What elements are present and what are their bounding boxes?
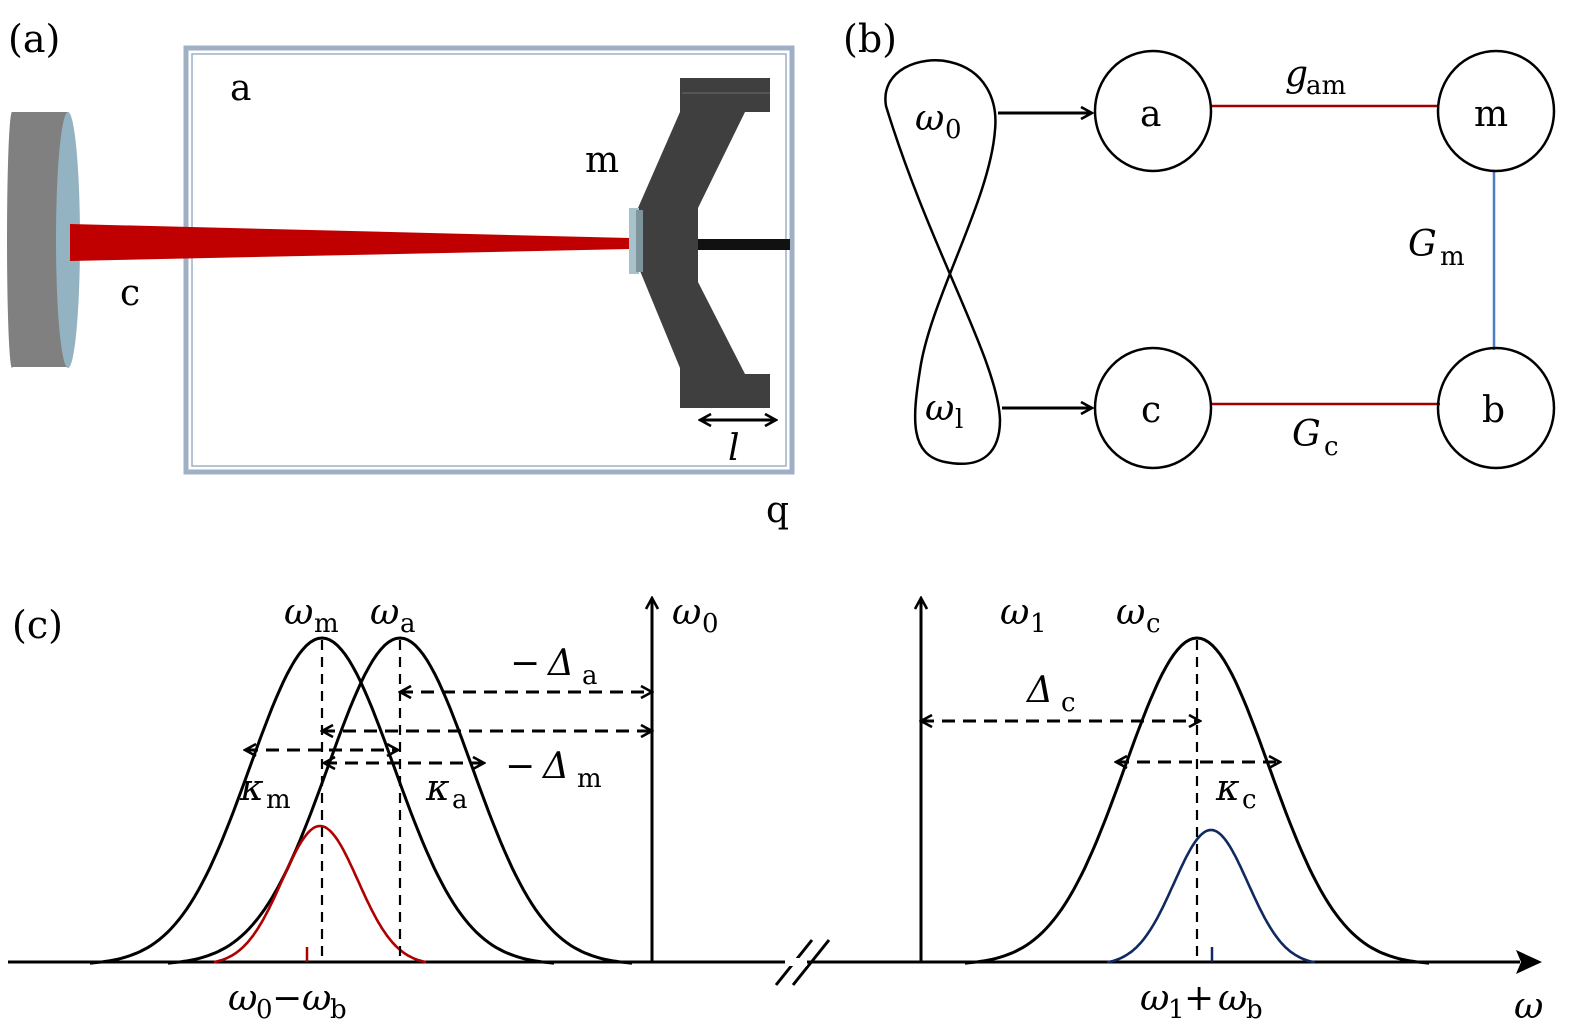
svg-text:0: 0 [702, 609, 719, 639]
svg-text:ω: ω [1218, 978, 1247, 1019]
label-delta-c: Δ c [1025, 670, 1076, 718]
node-a: a [1093, 49, 1213, 173]
svg-text:m: m [314, 609, 339, 639]
membrane-frame [638, 78, 770, 408]
svg-text:Δ: Δ [546, 643, 574, 684]
loop-label-top: ω 0 [915, 98, 962, 145]
svg-text:0: 0 [945, 115, 962, 145]
panel-c: (c) ω 0 ω 1 [8, 592, 1543, 1027]
edge-label-Gc: G c [1292, 414, 1339, 462]
svg-text:b: b [1482, 390, 1505, 431]
svg-text:ω: ω [672, 592, 701, 633]
node-m: m [1436, 49, 1556, 173]
svg-text:ω: ω [1116, 592, 1145, 633]
curve-blue-sideband [1106, 828, 1316, 964]
svg-text:ω: ω [915, 98, 944, 139]
svg-text:c: c [1061, 688, 1076, 718]
svg-text:G: G [1292, 414, 1321, 455]
cavity-box-inner [191, 53, 787, 467]
label-kappa-a: κ a [425, 768, 468, 815]
tick-label-omega1-plus-omegab: ω 1 + ω b [1140, 978, 1263, 1025]
svg-text:−: − [510, 643, 540, 684]
svg-text:ω: ω [925, 388, 954, 429]
axis-label-omega: ω [1514, 986, 1543, 1027]
mirror-disk [7, 112, 80, 368]
membrane-label-m: m [585, 140, 619, 181]
loop-curve [884, 59, 1002, 465]
corner-label-q: q [766, 490, 789, 531]
svg-text:ω: ω [1140, 978, 1169, 1019]
panel-a-label: (a) [8, 17, 60, 61]
svg-text:a: a [582, 661, 598, 691]
svg-text:am: am [1306, 71, 1346, 101]
label-kappa-c: κ c [1215, 768, 1257, 815]
svg-text:κ: κ [239, 768, 264, 809]
mirror-label-c: c [120, 273, 140, 314]
svg-text:b: b [330, 995, 347, 1025]
membrane [629, 208, 639, 274]
curve-omega-c [964, 636, 1430, 965]
axis-break-2 [791, 939, 831, 986]
svg-text:+: + [1184, 978, 1214, 1019]
label-kappa-m: κ m [239, 768, 291, 815]
svg-text:m: m [1474, 94, 1508, 135]
panel-b: (b) ω 0 ω l a m c b [843, 17, 1556, 470]
edge-label-gam: g am [1285, 54, 1346, 101]
svg-text:a: a [452, 785, 468, 815]
svg-text:1: 1 [1168, 995, 1185, 1025]
svg-text:g: g [1285, 54, 1308, 95]
svg-text:m: m [577, 764, 602, 794]
panel-b-label: (b) [843, 17, 897, 61]
node-b: b [1436, 346, 1556, 470]
svg-text:c: c [1141, 390, 1161, 431]
svg-text:ω: ω [284, 592, 313, 633]
svg-text:G: G [1408, 224, 1437, 265]
svg-text:c: c [1324, 432, 1339, 462]
box-label-a: a [230, 68, 251, 109]
svg-text:−: − [272, 978, 302, 1019]
svg-text:ω: ω [228, 978, 257, 1019]
peak-label-omega-c: ω c [1116, 592, 1161, 639]
svg-text:m: m [1440, 242, 1465, 272]
label-minus-delta-m: − Δ m [505, 746, 602, 794]
svg-text:a: a [400, 609, 416, 639]
svg-text:c: c [1242, 785, 1257, 815]
frequency-axis-arrowhead [1516, 950, 1542, 974]
svg-text:m: m [266, 785, 291, 815]
tick-label-omega0-minus-omegab: ω 0 − ω b [228, 978, 347, 1025]
length-label: l [728, 428, 740, 469]
axis-label-omega0: ω 0 [672, 592, 719, 639]
svg-text:Δ: Δ [1025, 670, 1053, 711]
edge-label-Gm: G m [1408, 224, 1465, 272]
axis-label-omega1: ω 1 [1000, 592, 1047, 639]
loop-label-bottom: ω l [925, 388, 963, 435]
svg-text:l: l [955, 405, 963, 435]
panel-a: (a) a c m l q [7, 17, 795, 531]
svg-text:c: c [1146, 609, 1161, 639]
svg-text:κ: κ [425, 768, 450, 809]
cavity-box [183, 45, 795, 475]
laser-beam [70, 224, 630, 261]
rod [698, 239, 790, 250]
svg-text:0: 0 [256, 995, 273, 1025]
peak-label-omega-m: ω m [284, 592, 339, 639]
svg-text:ω: ω [1000, 592, 1029, 633]
svg-text:1: 1 [1030, 609, 1047, 639]
curve-red-sideband [213, 824, 427, 964]
svg-text:κ: κ [1215, 768, 1240, 809]
svg-text:−: − [505, 746, 535, 787]
label-minus-delta-a: − Δ a [510, 643, 598, 691]
svg-text:ω: ω [370, 592, 399, 633]
panel-c-label: (c) [12, 603, 63, 647]
peak-label-omega-a: ω a [370, 592, 416, 639]
svg-text:a: a [1140, 94, 1161, 135]
curve-omega-a [167, 636, 633, 965]
svg-text:Δ: Δ [541, 746, 569, 787]
curve-omega-m [89, 636, 555, 965]
svg-text:b: b [1246, 995, 1263, 1025]
svg-text:ω: ω [302, 978, 331, 1019]
node-c: c [1093, 346, 1213, 470]
